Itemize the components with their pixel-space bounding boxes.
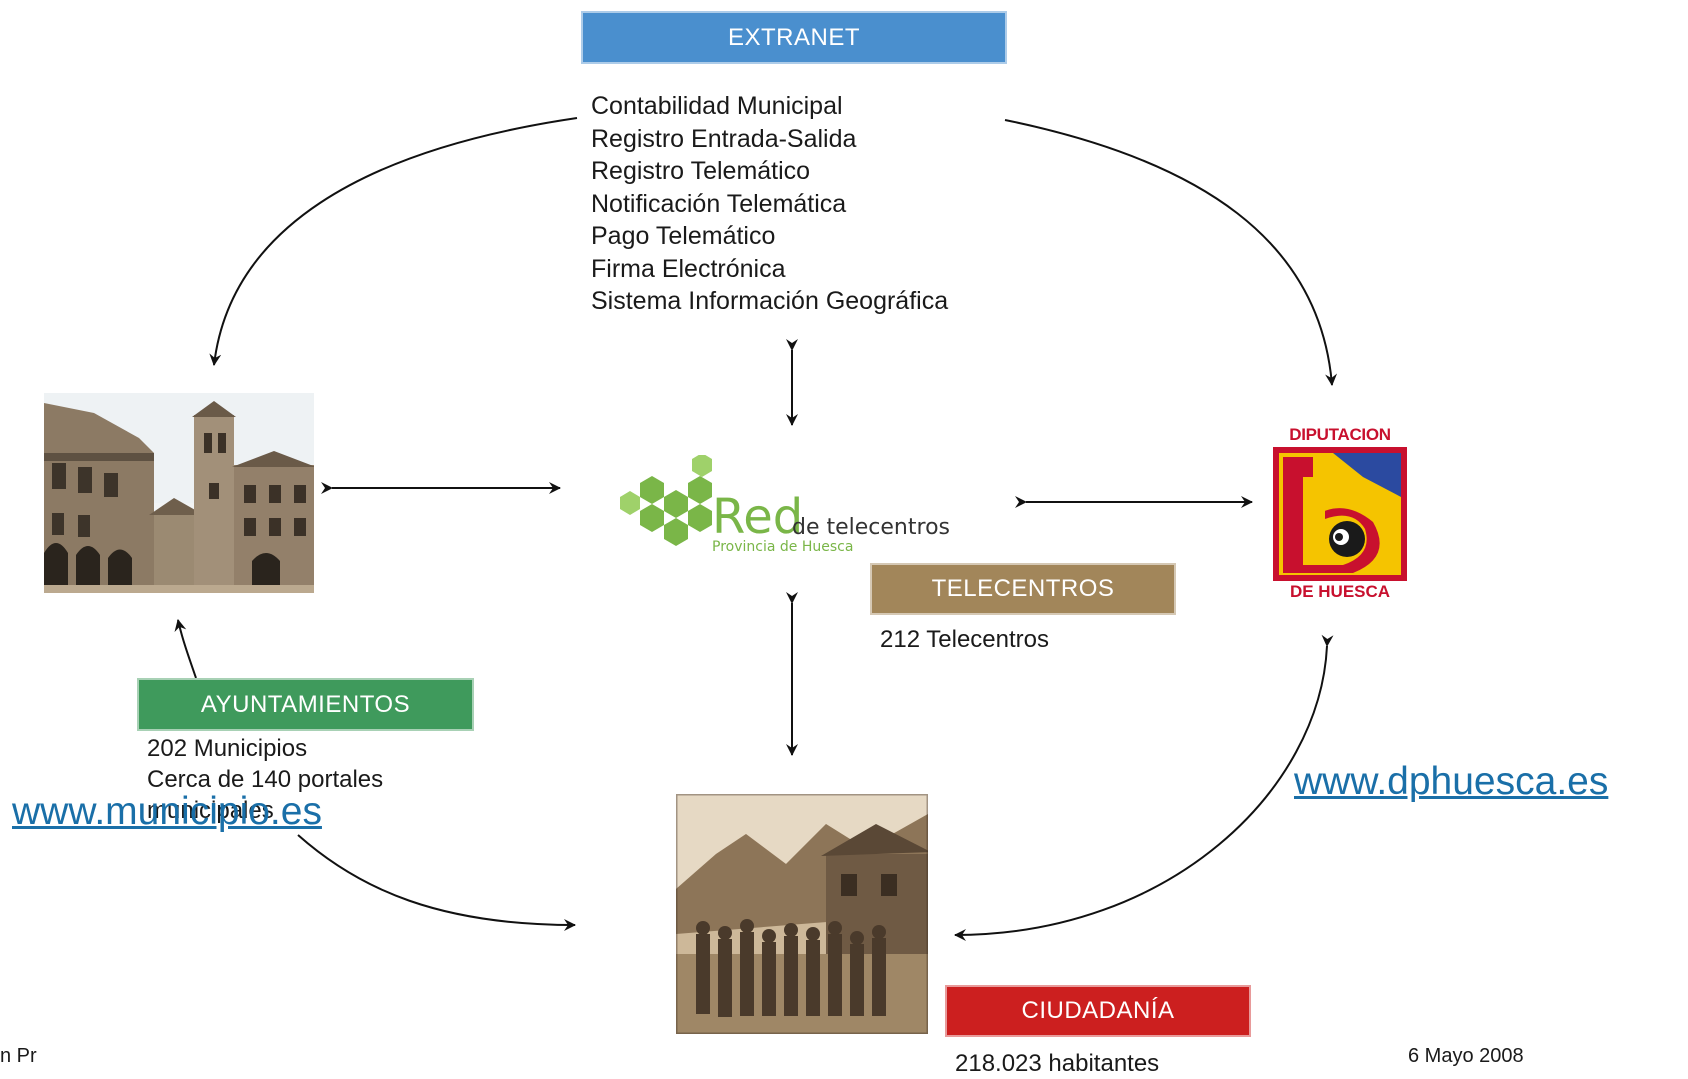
diputacion-bottom-text: DE HUESCA [1289,582,1391,601]
ciudadania-header: CIUDADANÍA [945,985,1251,1037]
footer-date: 6 Mayo 2008 [1408,1045,1524,1067]
extranet-item: Notificación Telemática [591,189,847,218]
extranet-header: EXTRANET [581,11,1007,64]
red-logo-small-text: de telecentros [792,515,950,540]
villagers-sepia-image [676,794,928,1034]
municipios-count: 202 Municipios [147,735,308,762]
footer-left-text: n Pr [0,1045,37,1067]
extranet-item: Contabilidad Municipal [591,92,843,120]
ciudadania-photo [676,794,928,1034]
town-square-image [44,393,314,593]
extranet-item: Sistema Información Geográfica [591,287,949,315]
habitantes-count: 218.023 habitantes [955,1050,1160,1077]
ayuntamiento-town-photo [44,393,314,593]
arrow-ayuntamientos-up [174,619,197,679]
municipio-link[interactable]: www.municipio.es [12,790,322,833]
arrow-extranet-to-diputacion [1004,119,1338,386]
diputacion-emblem-icon [1273,447,1407,581]
portales-line-cont: municipales [147,797,274,824]
red-logo-big-text: Red [712,489,804,545]
hexagon-cluster-icon [620,455,712,546]
diputacion-logo: DIPUTACION DE HUESCA [1270,425,1410,603]
dphuesca-link[interactable]: www.dphuesca.es [1294,760,1609,803]
telecentros-header: TELECENTROS [870,563,1176,615]
arrow-municipio-to-ciudadania [297,834,576,931]
red-logo-subtitle: Provincia de Huesca [712,539,854,555]
telecentros-count: 212 Telecentros [880,626,1050,653]
red-telecentros-logo: Red de telecentros Provincia de Huesca [620,455,960,565]
diputacion-top-text: DIPUTACION [1289,425,1391,444]
extranet-item: Firma Electrónica [591,254,786,283]
ayuntamientos-details: 202 Municipios Cerca de 140 portales mun… [147,733,383,826]
extranet-item: Registro Telemático [591,157,811,185]
extranet-item: Registro Entrada-Salida [591,124,857,153]
arrow-extranet-to-ayuntamientos [209,117,578,366]
portales-line: Cerca de 140 portales [147,766,384,793]
extranet-service-list: Contabilidad Municipal Registro Entrada-… [591,90,948,318]
ayuntamientos-header: AYUNTAMIENTOS [137,678,474,731]
arrow-diputacion-to-ciudadania [954,634,1334,941]
extranet-item: Pago Telemático [591,222,776,250]
